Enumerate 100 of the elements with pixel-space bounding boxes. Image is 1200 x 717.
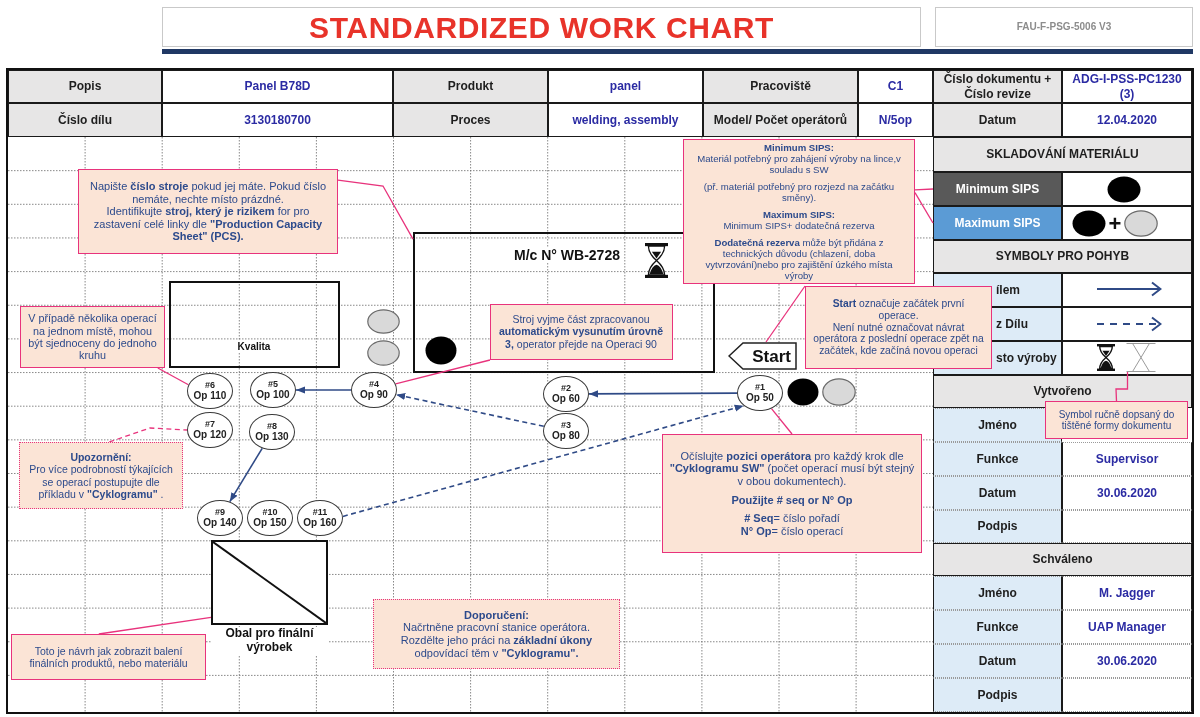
value-cell: ADG-I-PSS-PC1230 (3) xyxy=(1062,70,1192,103)
sequence-number: #6 xyxy=(205,380,215,391)
header-cell: Pracoviště xyxy=(703,70,858,103)
operation-circle xyxy=(297,500,343,536)
row-label-cell: Podpis xyxy=(933,510,1062,543)
leader-line xyxy=(394,359,491,385)
value-cell: Supervisor xyxy=(1062,442,1192,476)
value-cell: welding, assembly xyxy=(548,103,703,137)
value-cell: UAP Manager xyxy=(1062,610,1192,644)
callout-heading: Upozornění: xyxy=(70,451,132,464)
value-cell: panel xyxy=(548,70,703,103)
row-label-cell: Funkce xyxy=(933,442,1062,476)
operation-number: Op 90 xyxy=(360,389,388,401)
leader-line xyxy=(914,188,934,191)
value-cell: M. Jagger xyxy=(1062,576,1192,610)
machine-label: M/c N° WB-2728 xyxy=(512,247,622,264)
operation-circle xyxy=(247,500,293,536)
leader-line xyxy=(765,285,806,343)
header-cell: Číslo dokumentu + Číslo revize xyxy=(933,70,1062,103)
callout-text: Pro více podrobností týkajících se operací postupujte dle příkladu v "Cyklogramu" . xyxy=(28,463,174,500)
operation-number: Op 130 xyxy=(255,431,289,443)
row-label: sto výroby xyxy=(996,350,1057,366)
station-label: Kvalita xyxy=(235,341,273,353)
sequence-number: #3 xyxy=(561,420,571,431)
callout-text: Minimum SIPS+ dodatečná rezerva xyxy=(723,220,875,232)
header-cell: Schváleno xyxy=(933,543,1192,576)
value-cell: 3130180700 xyxy=(162,103,393,137)
callout-text: Materiál potřebný pro zahájení výroby na lince,v souladu s SW xyxy=(696,152,902,175)
row-label-cell: Datum xyxy=(933,476,1062,510)
flow-arrow xyxy=(295,386,352,394)
callout-text: Stroj vyjme část zpracovanou automatickým vysunutím úrovně 3, operator přejde na Operaci 90 xyxy=(498,313,664,350)
operation-circle xyxy=(351,372,397,408)
operation-number: Op 120 xyxy=(193,429,227,441)
leader-line xyxy=(157,367,190,386)
callout-box xyxy=(11,634,206,680)
callout-text: Napište číslo stroje pokud jej máte. Pokud číslo nemáte, nechte místo prázdné. xyxy=(89,179,327,206)
row-label-cell: Jméno xyxy=(933,576,1062,610)
symbol-caption: Obal pro finální výrobek xyxy=(211,627,328,655)
operation-number: Op 100 xyxy=(256,389,290,401)
row-label-cell: Podpis xyxy=(933,678,1062,712)
operation-number: Op 50 xyxy=(746,392,774,404)
legend-key-cell: Maximum SIPS xyxy=(933,206,1062,240)
callout-box xyxy=(805,286,992,369)
callout-text: (př. materiál potřebný pro rozjezd na začátku směny). xyxy=(702,180,896,203)
header-cell: SYMBOLY PRO POHYB xyxy=(933,240,1192,273)
operation-circle xyxy=(543,413,589,449)
leader-line xyxy=(337,179,414,240)
callout-box xyxy=(78,169,338,254)
operation-number: Op 60 xyxy=(552,393,580,405)
value-cell: C1 xyxy=(858,70,933,103)
value-cell: 30.06.2020 xyxy=(1062,644,1192,678)
operation-number: Op 160 xyxy=(303,517,337,529)
flow-arrow xyxy=(588,390,738,398)
header-cell: Datum xyxy=(933,103,1062,137)
sequence-number: #4 xyxy=(369,379,379,390)
row-label-cell: Datum xyxy=(933,644,1062,678)
sequence-number: #10 xyxy=(262,507,278,518)
sequence-number: #8 xyxy=(267,421,277,432)
operation-number: Op 150 xyxy=(253,517,287,529)
header-cell: Proces xyxy=(393,103,548,137)
plus-sign: + xyxy=(1107,210,1123,237)
dashed-flow-arrow xyxy=(395,393,545,428)
callout-box xyxy=(1045,401,1188,439)
callout-text: Identifikujte stroj, který je rizikem for pro zastavení celé linky dle "Production Capacity Sheet" (PCS). xyxy=(92,205,324,244)
header-cell: Číslo dílu xyxy=(8,103,162,137)
sequence-number: #11 xyxy=(312,507,328,518)
operation-number: Op 110 xyxy=(193,390,227,402)
value-cell: 12.04.2020 xyxy=(1062,103,1192,137)
callout-text: # Seq= číslo pořadí xyxy=(744,512,840,525)
form-code: FAU-F-PSG-5006 V3 xyxy=(1016,21,1112,33)
callout-box xyxy=(19,442,183,509)
header-cell: Popis xyxy=(8,70,162,103)
callout-text: V případě několika operací na jednom místě, mohou být sjednoceny do jednoho kruhu xyxy=(27,312,158,362)
dashed-leader-line xyxy=(108,427,188,443)
callout-box xyxy=(20,306,165,368)
operation-circle xyxy=(543,376,589,412)
callout-text: Není nutné označovat návrat operátora z poslední operace zpět na začátek, kde začíná novou operaci xyxy=(812,321,985,358)
hourglass-icon xyxy=(1126,343,1156,372)
leader-line xyxy=(98,616,212,635)
operation-number: Op 140 xyxy=(203,517,237,529)
callout-heading: Maximum SIPS: xyxy=(763,209,835,220)
header-cell: Model/ Počet operátorů xyxy=(703,103,858,137)
row-label-cell: Funkce xyxy=(933,610,1062,644)
operation-circle xyxy=(737,375,783,411)
sequence-number: #2 xyxy=(561,383,571,394)
callout-text: N° Op= číslo operací xyxy=(740,524,844,538)
operation-circle xyxy=(187,373,233,409)
callout-text: Očíslujte pozici operátora pro každý krok dle "Cyklogramu SW" (počet operací musí být stejný v obou dokumentech). xyxy=(669,449,915,488)
row-label: z Dílu xyxy=(996,316,1028,332)
sequence-number: #7 xyxy=(205,419,215,430)
header-cell: Produkt xyxy=(393,70,548,103)
callout-heading: Minimum SIPS: xyxy=(764,141,834,153)
flow-arrow xyxy=(229,447,263,503)
sequence-number: #9 xyxy=(215,507,225,518)
callout-box xyxy=(683,139,915,284)
operation-circle xyxy=(197,500,243,536)
operation-number: Op 80 xyxy=(552,430,580,442)
callout-text: Toto je návrh jak zobrazit balení finálních produktů, nebo materiálu xyxy=(28,644,189,670)
operation-circle xyxy=(187,412,233,448)
chart-title: STANDARDIZED WORK CHART xyxy=(309,10,774,44)
